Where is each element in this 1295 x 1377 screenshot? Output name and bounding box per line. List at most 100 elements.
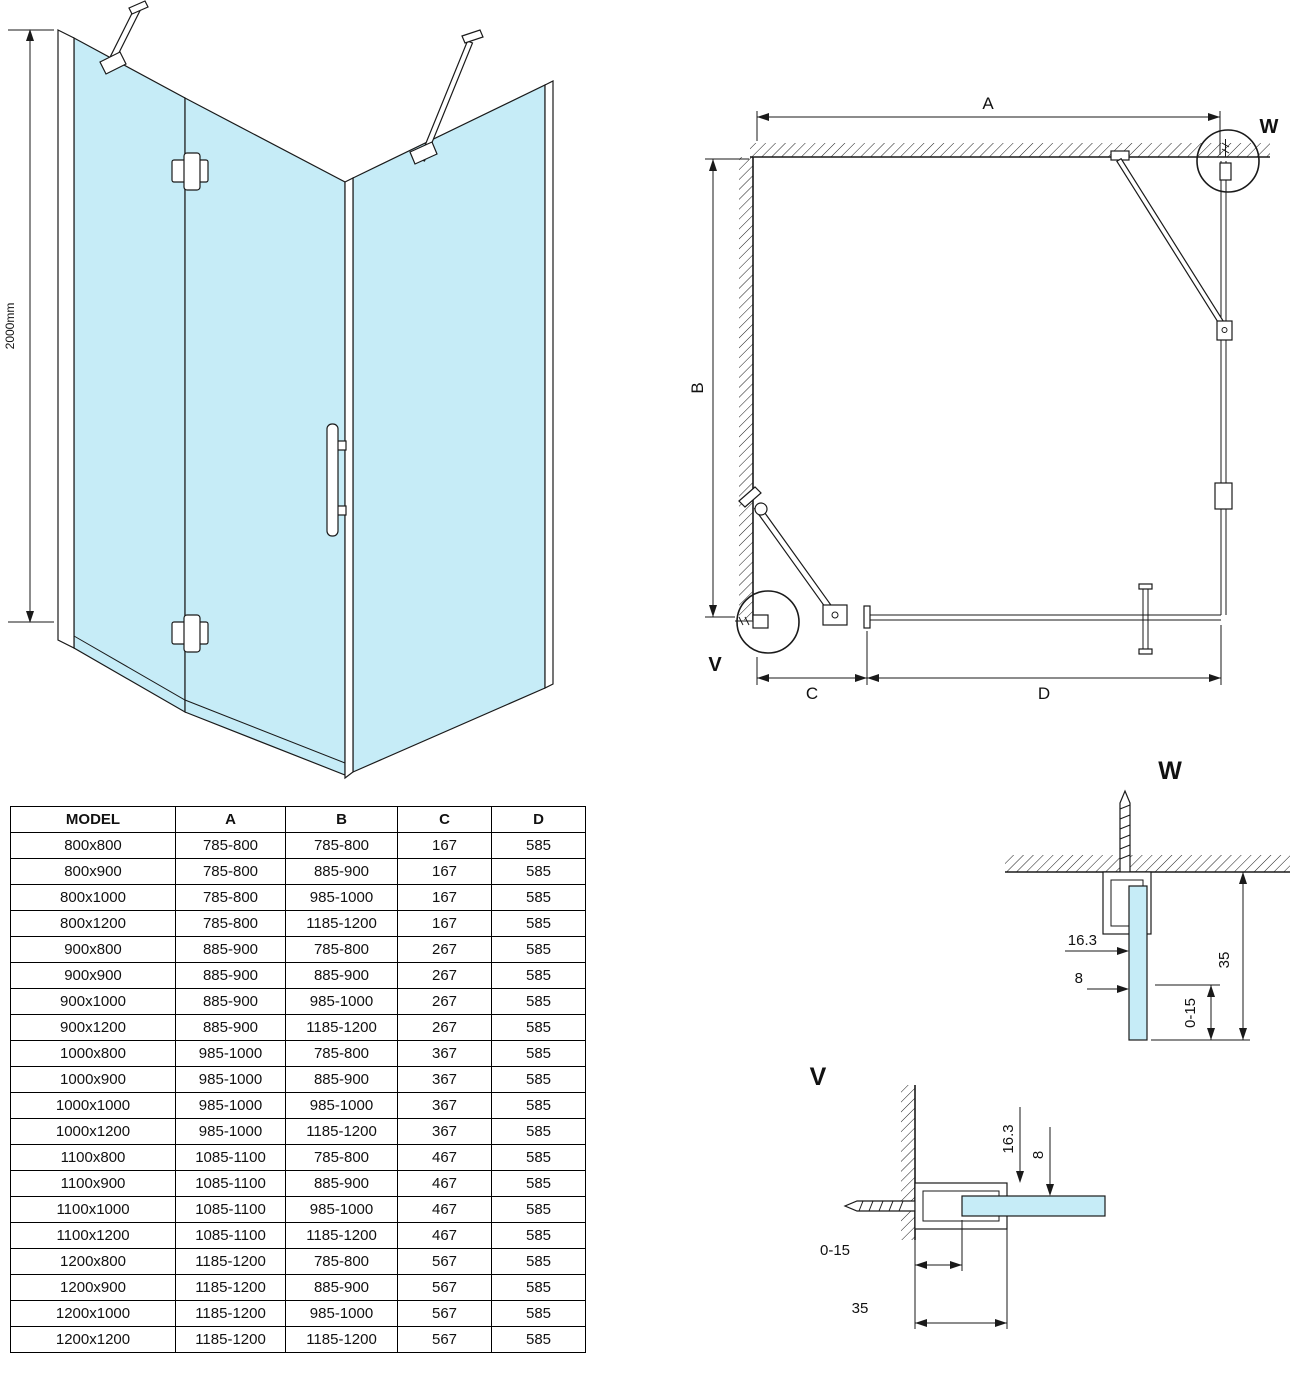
detail-circle-v: V: [708, 590, 800, 676]
cell-c: 167: [397, 910, 492, 937]
left-side-panel: [57, 29, 186, 714]
cell-b: 885-900: [285, 858, 398, 885]
svg-text:0-15: 0-15: [1182, 998, 1199, 1028]
cell-model: 900x800: [10, 936, 176, 963]
cell-c: 367: [397, 1118, 492, 1145]
plan-support-bar: [1110, 150, 1233, 341]
plan-front-glass: [863, 605, 1221, 629]
label-b: B: [688, 382, 707, 393]
table-row: 900x900 885-900 885-900 267 585: [10, 962, 586, 989]
cell-b: 1185-1200: [285, 1118, 398, 1145]
cell-a: 1085-1100: [175, 1196, 286, 1223]
cell-c: 267: [397, 1014, 492, 1041]
detail-v-dim-8: 8: [1030, 1127, 1054, 1196]
table-row: 800x1200 785-800 1185-1200 167 585: [10, 910, 586, 937]
cell-b: 785-800: [285, 1248, 398, 1275]
table-row: 800x900 785-800 885-900 167 585: [10, 858, 586, 885]
col-header-b: B: [285, 806, 398, 833]
spec-table-body: 800x800 785-800 785-800 167 585 800x900 …: [10, 832, 586, 1353]
detail-v-dim-163: 16.3: [1000, 1107, 1024, 1183]
cell-d: 585: [491, 832, 586, 859]
cell-b: 985-1000: [285, 884, 398, 911]
cell-a: 985-1000: [175, 1092, 286, 1119]
table-row: 1000x900 985-1000 885-900 367 585: [10, 1066, 586, 1093]
cell-d: 585: [491, 1144, 586, 1171]
table-row: 1200x1200 1185-1200 1185-1200 567 585: [10, 1326, 586, 1353]
table-row: 800x1000 785-800 985-1000 167 585: [10, 884, 586, 911]
table-row: 1200x1000 1185-1200 985-1000 567 585: [10, 1300, 586, 1327]
detail-w-drawing: W 16.3 8: [945, 755, 1295, 1070]
support-bar-right: [409, 29, 484, 165]
detail-v-wall: [901, 1085, 916, 1240]
cell-c: 167: [397, 832, 492, 859]
cell-c: 367: [397, 1092, 492, 1119]
table-row: 1200x800 1185-1200 785-800 567 585: [10, 1248, 586, 1275]
label-d: D: [1038, 684, 1050, 703]
cell-a: 1085-1100: [175, 1144, 286, 1171]
cell-d: 585: [491, 962, 586, 989]
cell-a: 1185-1200: [175, 1300, 286, 1327]
cell-b: 985-1000: [285, 1092, 398, 1119]
height-label: 2000mm: [3, 303, 17, 350]
cell-a: 985-1000: [175, 1040, 286, 1067]
cell-d: 585: [491, 1118, 586, 1145]
cell-c: 267: [397, 988, 492, 1015]
table-row: 1000x800 985-1000 785-800 367 585: [10, 1040, 586, 1067]
col-header-a: A: [175, 806, 286, 833]
hinge-bottom: [171, 614, 209, 653]
detail-w-dim-015: 0-15: [1155, 984, 1220, 1040]
support-bar-left: [99, 0, 149, 75]
perspective-drawing: 2000mm: [0, 0, 620, 800]
corner-post: [344, 177, 354, 780]
cell-d: 585: [491, 936, 586, 963]
cell-c: 467: [397, 1144, 492, 1171]
dimension-b: B: [688, 158, 749, 618]
detail-w-title: W: [1158, 757, 1182, 785]
cell-d: 585: [491, 1170, 586, 1197]
detail-v-drawing: V 16.3 8: [730, 1055, 1130, 1377]
cell-model: 1100x1200: [10, 1222, 176, 1249]
table-row: 1100x1200 1085-1100 1185-1200 467 585: [10, 1222, 586, 1249]
cell-c: 167: [397, 884, 492, 911]
cell-c: 167: [397, 858, 492, 885]
cell-model: 1200x900: [10, 1274, 176, 1301]
cell-c: 567: [397, 1300, 492, 1327]
cell-model: 1000x900: [10, 1066, 176, 1093]
cell-b: 885-900: [285, 1274, 398, 1301]
cell-model: 1200x1200: [10, 1326, 176, 1353]
cell-a: 785-800: [175, 832, 286, 859]
label-a: A: [982, 94, 994, 113]
detail-w-screw: [1119, 789, 1131, 873]
cell-a: 985-1000: [175, 1118, 286, 1145]
cell-model: 1100x800: [10, 1144, 176, 1171]
cell-b: 885-900: [285, 1066, 398, 1093]
svg-text:8: 8: [1075, 970, 1083, 987]
cell-c: 567: [397, 1274, 492, 1301]
cell-model: 1100x900: [10, 1170, 176, 1197]
cell-a: 785-800: [175, 910, 286, 937]
cell-c: 467: [397, 1196, 492, 1223]
cell-c: 567: [397, 1326, 492, 1353]
detail-v-title: V: [810, 1063, 827, 1091]
spec-table-container: MODEL A B C D 800x800 785-800 785-800 16…: [10, 806, 586, 1353]
wall-hatch-left: [739, 157, 754, 620]
detail-w-wall: [1005, 855, 1290, 873]
plan-pivot-arm: [738, 486, 848, 626]
cell-d: 585: [491, 1040, 586, 1067]
cell-b: 785-800: [285, 1040, 398, 1067]
right-side-panel: [344, 80, 554, 780]
dimension-c: C: [756, 631, 868, 703]
left-wall-profile: [57, 29, 75, 649]
cell-a: 885-900: [175, 962, 286, 989]
detail-v-screw: [843, 1200, 916, 1212]
table-row: 1000x1200 985-1000 1185-1200 367 585: [10, 1118, 586, 1145]
cell-model: 1000x1200: [10, 1118, 176, 1145]
cell-a: 985-1000: [175, 1066, 286, 1093]
cell-d: 585: [491, 1300, 586, 1327]
door-handle: [326, 423, 347, 537]
svg-text:8: 8: [1030, 1151, 1047, 1159]
cell-a: 785-800: [175, 884, 286, 911]
cell-c: 367: [397, 1066, 492, 1093]
cell-b: 985-1000: [285, 1196, 398, 1223]
cell-b: 1185-1200: [285, 1014, 398, 1041]
